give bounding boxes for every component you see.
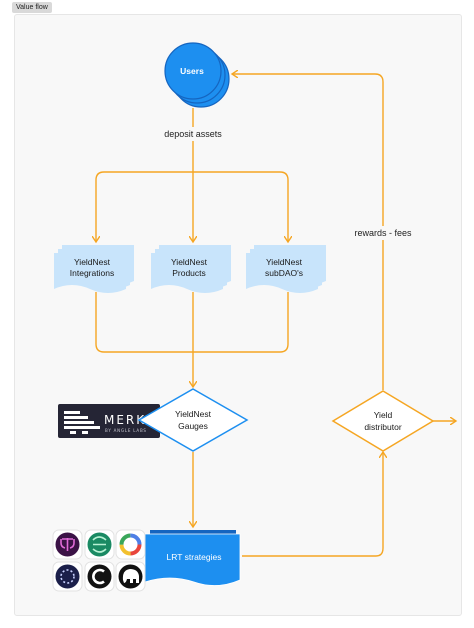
users-node[interactable]: Users	[164, 42, 230, 108]
s-swirl-icon	[84, 529, 115, 560]
flow-connectors	[95, 74, 456, 557]
rewards-fees-label: rewards - fees	[354, 228, 412, 238]
connector-from-integrations	[95, 292, 193, 353]
channel-products-line1: YieldNest	[171, 257, 208, 267]
channel-subdaos[interactable]: YieldNest subDAO's	[246, 245, 326, 293]
connector-to-subdaos	[193, 171, 288, 242]
connector-strategies-to-distributor	[242, 452, 383, 557]
elephant-icon	[115, 561, 146, 592]
connector-to-integrations	[96, 171, 193, 242]
merkl-logo: MERKL BY ANGLE LABS	[58, 404, 160, 438]
connector-from-subdaos	[193, 292, 289, 353]
distributor-line2: distributor	[364, 422, 401, 432]
strategies-node[interactable]: LRT strategies	[144, 530, 241, 586]
merkl-sub: BY ANGLE LABS	[105, 428, 147, 433]
protocol-icons	[52, 529, 146, 592]
gauges-line2: Gauges	[178, 421, 208, 431]
dotted-ring-icon	[52, 561, 83, 592]
deposit-assets-label: deposit assets	[164, 129, 222, 139]
merkl-name: MERKL	[104, 413, 155, 427]
gauges-node[interactable]: YieldNest Gauges	[137, 388, 249, 452]
channel-integrations[interactable]: YieldNest Integrations	[54, 245, 134, 293]
channel-products[interactable]: YieldNest Products	[151, 245, 231, 293]
connector-distributor-to-users	[232, 74, 384, 390]
frame-label: Value flow	[12, 2, 52, 13]
channel-integrations-line1: YieldNest	[74, 257, 111, 267]
channel-subdaos-line2: subDAO's	[265, 268, 303, 278]
gauges-line1: YieldNest	[175, 409, 212, 419]
value-flow-frame	[14, 14, 462, 616]
distributor-node[interactable]: Yield distributor	[331, 390, 435, 452]
users-label: Users	[180, 66, 204, 76]
distributor-line1: Yield	[374, 410, 393, 420]
channel-subdaos-line1: YieldNest	[266, 257, 303, 267]
c-mark-icon	[84, 561, 115, 592]
channel-products-line2: Products	[172, 268, 206, 278]
trident-icon	[52, 529, 83, 560]
strategies-label: LRT strategies	[167, 552, 222, 562]
gradient-ring-icon	[115, 529, 146, 560]
channel-integrations-line2: Integrations	[70, 268, 114, 278]
